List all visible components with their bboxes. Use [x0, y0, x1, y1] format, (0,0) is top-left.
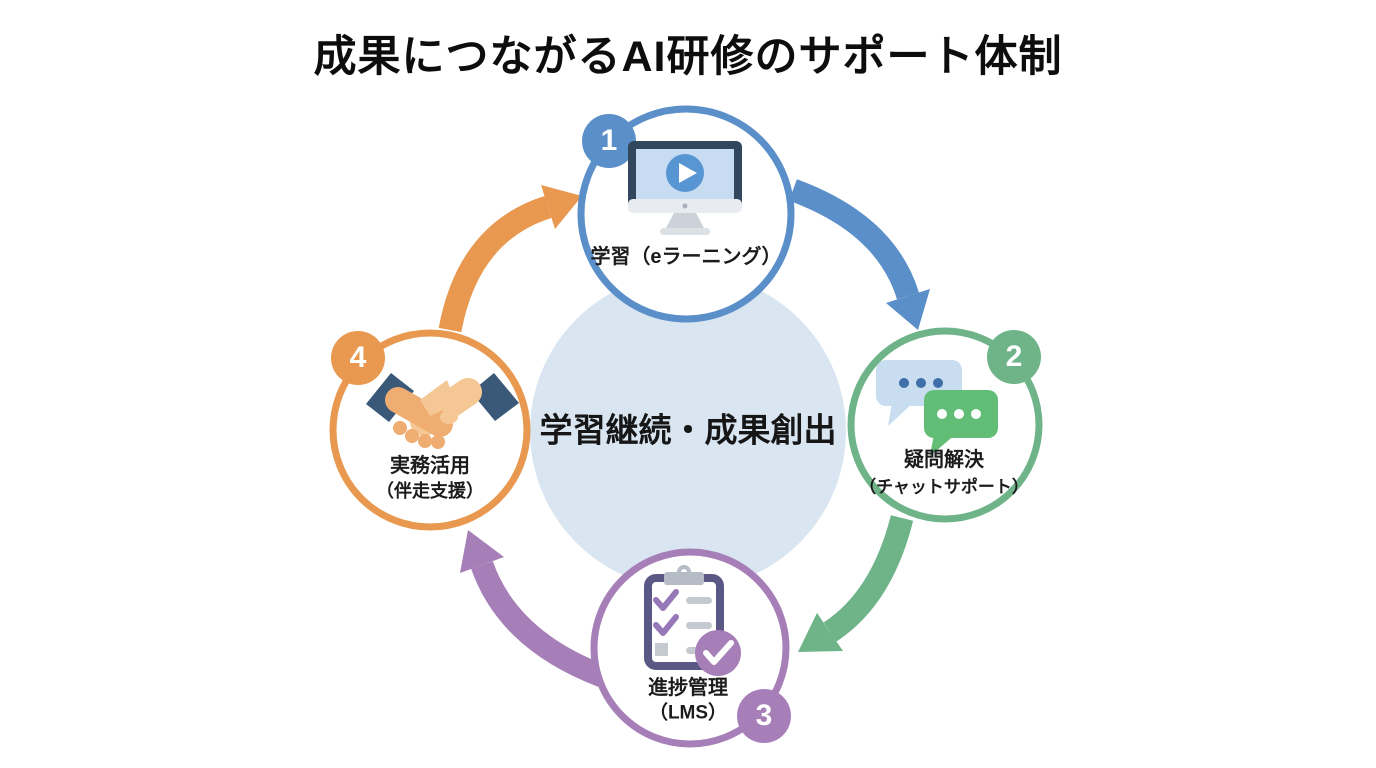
step2-label: 疑問解決 [904, 449, 984, 471]
arrow-head [541, 185, 582, 229]
arrow-step4-to-step1-icon [438, 185, 582, 333]
arrow-step1-to-step2-icon [788, 179, 930, 330]
step3-number-badge [737, 689, 791, 743]
arrow-head [798, 613, 843, 652]
arrow-head [460, 530, 504, 573]
monitor-elearning-icon [628, 141, 742, 235]
arrow-step2-to-step3-icon [798, 515, 914, 652]
center-label: 学習継続・成果創出 [539, 411, 837, 449]
step3-label: 進捗管理 [648, 677, 728, 699]
step1-number: 1 [600, 124, 618, 157]
step2-sublabel: （チャットサポート） [859, 477, 1029, 497]
arrow-body [788, 179, 919, 300]
arrow-body [471, 561, 607, 687]
arrow-head [886, 289, 930, 330]
step3-sublabel: （LMS） [648, 702, 728, 724]
step4-number: 4 [349, 341, 367, 374]
arrow-step3-to-step4-icon [460, 530, 607, 687]
step2-number: 2 [1005, 340, 1023, 373]
page-title: 成果につながるAI研修のサポート体制 [313, 33, 1063, 81]
handshake-icon [366, 373, 519, 449]
center-circle [530, 273, 846, 589]
step4-number-badge [331, 331, 385, 385]
chat-bubbles-icon [876, 360, 998, 456]
step4-label: 実務活用 [390, 455, 470, 477]
arrow-body [823, 515, 914, 642]
clipboard-check-icon [644, 565, 741, 676]
step1-label: 学習（eラーニング） [590, 246, 782, 268]
step3-number: 3 [755, 699, 773, 732]
arrow-body [438, 196, 552, 333]
step2-number-badge [987, 330, 1041, 384]
step4-sublabel: （伴走支援） [376, 481, 484, 501]
step1-number-badge [582, 114, 636, 168]
